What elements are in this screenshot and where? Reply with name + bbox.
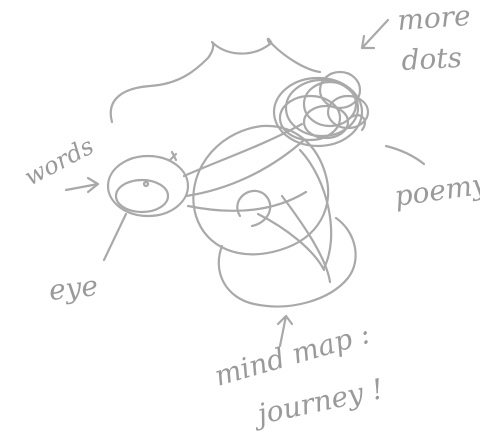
connector-line xyxy=(188,192,306,211)
line-to-eye xyxy=(104,214,126,260)
label-words: words xyxy=(20,132,99,192)
connector-line xyxy=(184,124,302,176)
label-dots: dots xyxy=(401,41,463,77)
head-outline xyxy=(111,39,320,122)
eye-drawing xyxy=(108,152,188,216)
arrow-words xyxy=(66,178,98,192)
scribble-dots xyxy=(274,72,368,146)
arrow-more-dots xyxy=(362,20,388,48)
line-to-poem xyxy=(386,146,424,164)
label-journey: journey ! xyxy=(249,372,386,432)
label-more: more xyxy=(396,0,471,37)
label-poem: poemy xyxy=(392,167,480,213)
label-eye: eye xyxy=(47,269,99,307)
